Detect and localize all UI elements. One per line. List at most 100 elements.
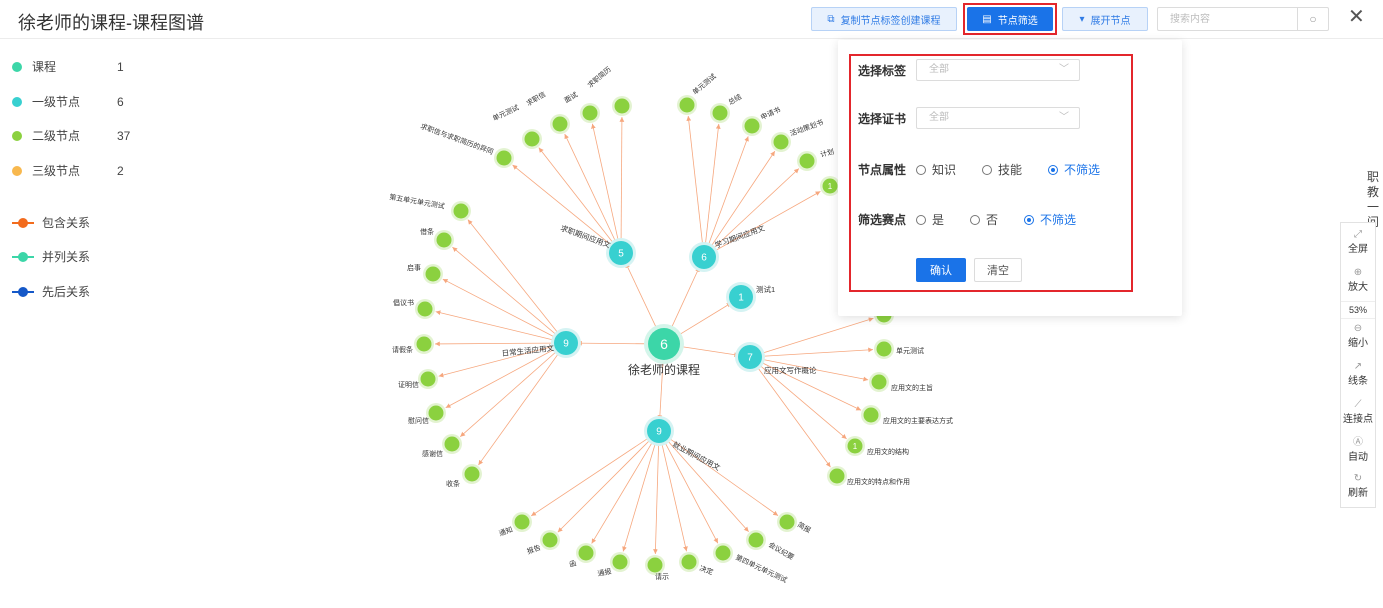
attr-radio-skill[interactable]: 技能 (982, 161, 1022, 178)
clear-button[interactable]: 清空 (974, 258, 1022, 282)
auto-layout-tool[interactable]: Ⓐ 自动 (1341, 437, 1375, 463)
level1-node[interactable] (554, 331, 578, 355)
leaf-node-label[interactable]: 请示 (655, 572, 669, 581)
leaf-node[interactable] (847, 438, 863, 454)
leaf-node-label[interactable]: 单元测试 (896, 346, 924, 355)
refresh-tool[interactable]: ↻ 刷新 (1341, 473, 1375, 499)
leaf-node-label[interactable]: 求职信 (525, 89, 548, 107)
leaf-node[interactable] (612, 554, 628, 570)
cert-select[interactable]: 全部 ﹀ (916, 107, 1080, 129)
leaf-node[interactable] (715, 545, 731, 561)
leaf-node-label[interactable]: 申请书 (759, 105, 782, 122)
level1-node-count[interactable]: 7 (747, 353, 753, 364)
level1-node[interactable] (729, 285, 753, 309)
leaf-node-label[interactable]: 计划 (819, 147, 835, 159)
leaf-node[interactable] (614, 98, 630, 114)
level1-node-count[interactable]: 1 (738, 293, 744, 304)
leaf-node[interactable] (496, 150, 512, 166)
level1-node-count[interactable]: 6 (701, 253, 707, 264)
leaf-node[interactable] (542, 532, 558, 548)
leaf-node-label[interactable]: 单元测试 (491, 103, 520, 123)
leaf-node[interactable] (464, 466, 480, 482)
leaf-node-label[interactable]: 感谢信 (422, 449, 443, 458)
leaf-node-label[interactable]: 证明信 (398, 380, 419, 389)
leaf-node-label[interactable]: 单元测试 (691, 72, 718, 97)
copy-tags-create-course-button[interactable]: ⧉ 复制节点标签创建课程 (811, 7, 957, 31)
leaf-node[interactable] (799, 153, 815, 169)
leaf-node[interactable] (863, 407, 879, 423)
leaf-node[interactable] (876, 341, 892, 357)
line-tool[interactable]: ↗ 线条 (1341, 361, 1375, 387)
help-side-tab[interactable]: 职教一问 (1367, 170, 1380, 229)
leaf-node-label[interactable]: 总结 (727, 92, 744, 107)
legend-node-level3[interactable]: 三级节点 2 (12, 162, 124, 179)
legend-relation-sequence[interactable]: 先后关系 (12, 283, 90, 300)
race-radio-yes[interactable]: 是 (916, 211, 944, 228)
leaf-node-label[interactable]: 应用文的特点和作用 (847, 477, 910, 486)
leaf-node-label[interactable]: 请假条 (392, 345, 413, 354)
leaf-node[interactable] (453, 203, 469, 219)
level1-node-count[interactable]: 9 (656, 427, 662, 438)
leaf-node[interactable] (679, 97, 695, 113)
leaf-node[interactable] (425, 266, 441, 282)
leaf-node[interactable] (822, 178, 838, 194)
leaf-node-label[interactable]: 简报 (796, 520, 813, 535)
leaf-node[interactable] (712, 105, 728, 121)
leaf-node-label[interactable]: 慰问信 (408, 416, 429, 425)
leaf-node-label[interactable]: 应用文的结构 (867, 447, 909, 456)
leaf-node[interactable] (871, 374, 887, 390)
leaf-node[interactable] (773, 134, 789, 150)
leaf-node[interactable] (582, 105, 598, 121)
leaf-node[interactable] (578, 545, 594, 561)
leaf-node-label[interactable]: 收条 (446, 479, 460, 488)
legend-relation-parallel[interactable]: 并列关系 (12, 248, 90, 265)
leaf-node-label[interactable]: 求职简历 (586, 65, 613, 90)
root-node-label[interactable]: 徐老师的课程 (628, 362, 700, 377)
connect-point-tool[interactable]: ⟋ 连接点 (1341, 399, 1375, 425)
leaf-node-label[interactable]: 应用文的主要表达方式 (883, 416, 953, 425)
leaf-node[interactable] (524, 131, 540, 147)
search-button[interactable]: ○ (1297, 8, 1328, 30)
level1-node-label[interactable]: 测试1 (756, 284, 775, 294)
root-node[interactable] (648, 328, 680, 360)
leaf-node[interactable] (647, 557, 663, 573)
leaf-node-label[interactable]: 应用文的主旨 (891, 383, 933, 392)
level1-node-label[interactable]: 日常生活应用文 (501, 343, 555, 358)
leaf-node-label[interactable]: 第四单元单元测试 (734, 553, 789, 585)
legend-node-level2[interactable]: 二级节点 37 (12, 127, 130, 144)
leaf-node-count[interactable]: 1 (853, 442, 858, 451)
leaf-node[interactable] (744, 118, 760, 134)
leaf-node-label[interactable]: 面试 (563, 90, 580, 105)
leaf-node[interactable] (514, 514, 530, 530)
leaf-node-label[interactable]: 通报 (597, 567, 612, 578)
race-radio-none[interactable]: 不筛选 (1024, 211, 1076, 228)
leaf-node-label[interactable]: 活动策划书 (789, 117, 825, 137)
leaf-node[interactable] (420, 371, 436, 387)
leaf-node[interactable] (436, 232, 452, 248)
zoom-in-tool[interactable]: ⊕ 放大 (1341, 267, 1375, 293)
level1-node[interactable] (647, 419, 671, 443)
leaf-node-label[interactable]: 求职信与求职简历的异同 (419, 121, 494, 156)
legend-relation-contain[interactable]: 包含关系 (12, 214, 90, 231)
level1-node-label[interactable]: 求职期间应用文 (559, 222, 612, 250)
leaf-node-label[interactable]: 通知 (498, 525, 514, 538)
zoom-out-tool[interactable]: ⊖ 缩小 (1341, 323, 1375, 349)
fullscreen-tool[interactable]: ⤢ 全屏 (1341, 229, 1375, 255)
leaf-node[interactable] (417, 301, 433, 317)
leaf-node[interactable] (428, 405, 444, 421)
node-filter-button[interactable]: ▤ 节点筛选 (967, 7, 1053, 31)
root-node-count[interactable]: 6 (660, 336, 668, 352)
legend-node-level1[interactable]: 一级节点 6 (12, 93, 124, 110)
level1-node-count[interactable]: 9 (563, 339, 569, 350)
leaf-node[interactable] (552, 116, 568, 132)
leaf-node[interactable] (444, 436, 460, 452)
leaf-node[interactable] (829, 468, 845, 484)
leaf-node[interactable] (748, 532, 764, 548)
tag-select[interactable]: 全部 ﹀ (916, 59, 1080, 81)
level1-node[interactable] (738, 345, 762, 369)
leaf-node[interactable] (416, 336, 432, 352)
leaf-node-label[interactable]: 报告 (526, 543, 542, 556)
leaf-node-count[interactable]: 1 (828, 182, 833, 191)
course-graph[interactable]: 求职信与求职简历的异同单元测试求职信面试求职简历单元测试总结申请书活动策划书计划… (0, 38, 1383, 608)
legend-node-course[interactable]: 课程 1 (12, 58, 124, 75)
